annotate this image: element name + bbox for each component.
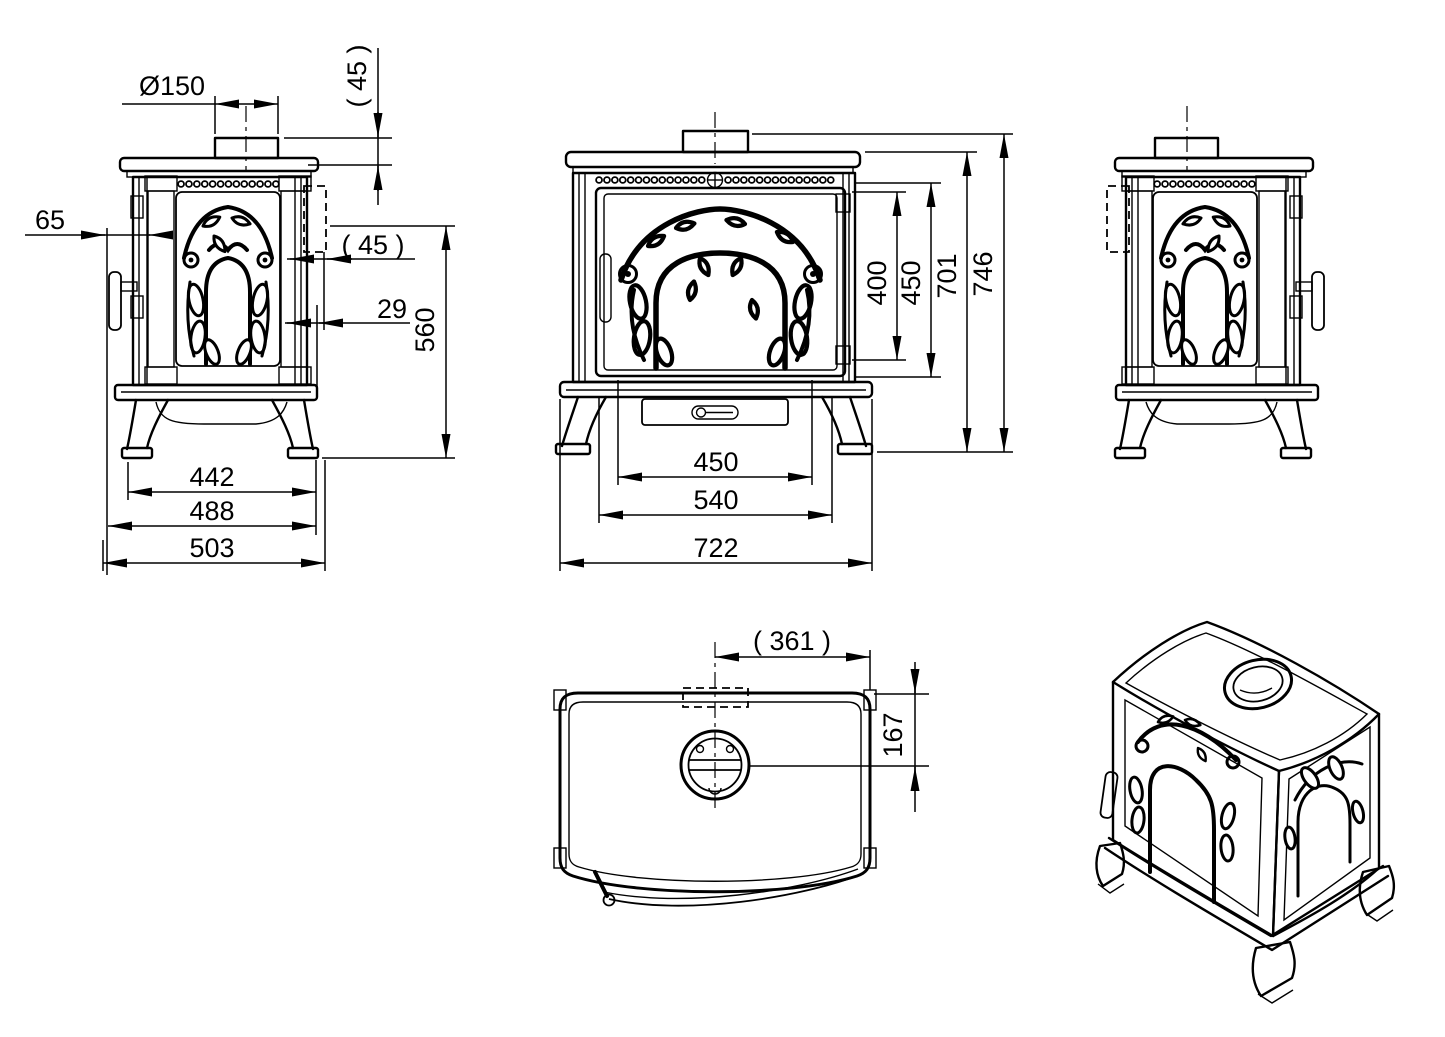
door-handle xyxy=(108,271,138,331)
dim-label-flue-offset: ( 361 ) xyxy=(753,626,831,656)
rear-flue-outlet-dashed xyxy=(303,185,327,253)
base-and-legs xyxy=(554,380,874,456)
ash-drawer xyxy=(641,398,789,426)
top-plate xyxy=(118,156,320,178)
side-view-stove xyxy=(108,106,327,460)
dim-rear-outlet-depth xyxy=(287,252,415,330)
dim-label-overall-depth: 503 xyxy=(189,533,234,563)
stove-body xyxy=(571,171,857,384)
side-view-dimensions: Ø150 ( 45 ) 65 ( 45 ) 29 560 442 488 503 xyxy=(25,44,455,575)
dim-handle-clearance xyxy=(25,228,173,575)
dim-flue-offset xyxy=(715,650,871,690)
dim-label-rear-flue-height: 560 xyxy=(410,307,440,352)
top-outline xyxy=(558,691,872,894)
isometric-view-stove xyxy=(1095,620,1396,1004)
dim-door-height xyxy=(856,182,941,378)
door-hinge xyxy=(835,345,851,365)
dim-label-rear-wall-offset: 29 xyxy=(377,294,407,324)
right-side-view-stove xyxy=(1107,106,1324,458)
dim-flue-depth xyxy=(750,662,929,812)
iso-front-door-ornament xyxy=(1128,712,1241,904)
dim-label-rear-outlet-depth: ( 45 ) xyxy=(341,230,404,260)
hinge-tab xyxy=(130,195,144,219)
flue-collar xyxy=(681,112,750,164)
iso-base xyxy=(1107,836,1385,938)
front-rail xyxy=(608,873,863,907)
door-ornament xyxy=(618,206,823,371)
dim-label-flue-diameter: Ø150 xyxy=(139,71,205,101)
dim-label-feet-depth: 442 xyxy=(189,462,234,492)
flue-collar xyxy=(213,106,280,170)
dim-label-collar-height: ( 45 ) xyxy=(342,44,372,107)
dim-label-base-width: 540 xyxy=(693,485,738,515)
door-hinge xyxy=(835,193,851,213)
side-ornament-panel xyxy=(175,191,281,367)
dim-glass-height xyxy=(852,191,906,361)
top-view-stove xyxy=(553,642,877,907)
stove-body xyxy=(130,175,312,387)
ash-drawer-handle xyxy=(691,405,739,420)
hinge-tab xyxy=(130,295,144,319)
iso-side-ornament xyxy=(1283,755,1366,898)
iso-legs xyxy=(1095,841,1396,1004)
dim-collar-height xyxy=(284,48,392,205)
front-door xyxy=(594,186,851,378)
dim-rear-wall-offset xyxy=(285,305,410,395)
dim-label-handle-clearance: 65 xyxy=(35,205,65,235)
dim-rear-flue-height xyxy=(322,225,455,459)
frieze-screw xyxy=(706,171,724,189)
dim-label-door-height: 450 xyxy=(896,260,926,305)
dim-body-height xyxy=(865,151,977,452)
dim-widths xyxy=(559,380,873,571)
dim-label-overall-width: 722 xyxy=(693,533,738,563)
front-view-dimensions: 400 450 701 746 450 540 722 xyxy=(559,133,1013,571)
dim-label-glass-height: 400 xyxy=(862,260,892,305)
dim-depths xyxy=(102,460,326,571)
top-flue-opening xyxy=(679,729,751,801)
front-view-stove xyxy=(554,112,874,456)
base-and-legs xyxy=(113,383,320,460)
dim-overall-height xyxy=(752,133,1013,453)
top-inner-line xyxy=(568,701,862,882)
top-view-dimensions: ( 361 ) 167 xyxy=(715,626,929,812)
dim-label-flue-depth: 167 xyxy=(878,712,908,757)
door-latch-slot xyxy=(599,253,612,323)
iso-flue-opening xyxy=(1223,657,1293,711)
dim-label-overall-height: 746 xyxy=(968,251,998,296)
iso-top-face xyxy=(1111,620,1381,773)
top-plate xyxy=(564,150,862,174)
dim-label-body-depth: 488 xyxy=(189,496,234,526)
dim-label-body-height: 701 xyxy=(932,253,962,298)
dim-flue-diameter xyxy=(122,96,279,134)
dim-label-firebox-width: 450 xyxy=(693,447,738,477)
iso-door-handle xyxy=(1099,771,1119,819)
